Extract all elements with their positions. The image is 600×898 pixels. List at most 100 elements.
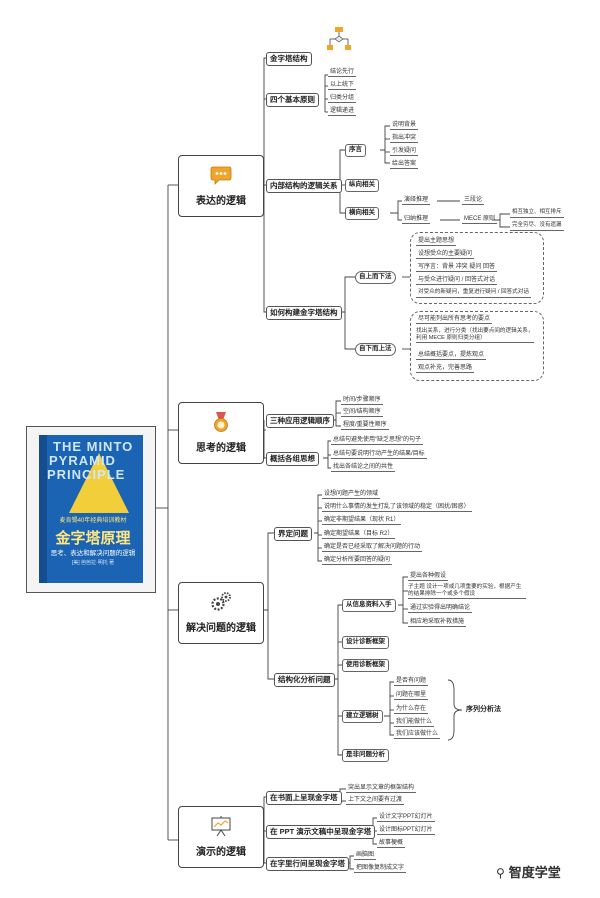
node-three-orders: 三种应用逻辑顺序 (266, 414, 334, 428)
leaf-book-2: 上下文之间要有过渡 (346, 797, 405, 805)
leaf-tree-1: 是否有问题 (394, 678, 429, 686)
node-logic-tree: 建立逻辑树 (342, 710, 383, 723)
leaf-define-1: 设想问题产生的领域 (322, 491, 381, 499)
section-label: 演示的逻辑 (196, 847, 246, 858)
leaf-principle-3: 归类分组 (328, 95, 357, 103)
pyramid-graphic (69, 453, 129, 513)
node-design-frame: 设计诊断框架 (342, 636, 389, 649)
leaf-ppt-1: 设计文字PPT幻灯片 (377, 814, 435, 822)
leaf-info-1: 提出各种假设 (408, 573, 449, 581)
leaf-tree-3: 为什么存在 (394, 706, 429, 714)
leaf-topdown-3: 写序言：背景 冲突 疑问 回答 (416, 264, 498, 272)
section-expression: 表达的逻辑 (178, 155, 264, 217)
leaf-topdown-4: 与受众进行疑问 / 回答式对话 (416, 277, 498, 285)
section-presentation: 演示的逻辑 (178, 806, 264, 868)
leaf-define-5: 确定是否已经采取了解决问题的行动 (322, 544, 423, 552)
leaf-topdown-5: 对受众的新疑问，重复进行疑问 / 回答式对话 (416, 289, 531, 298)
leaf-ppt-3: 故事梗概 (377, 840, 406, 848)
leaf-tree-5: 我们应该做什么 (394, 731, 441, 739)
leaf-mece-2: 完全穷尽、没有遗漏 (510, 222, 564, 231)
leaf-topdown-1: 提出主题思想 (416, 238, 457, 246)
leaf-ppt-2: 设计图标PPT幻灯片 (377, 827, 435, 835)
flowchart-icon (327, 27, 351, 50)
section-label: 解决问题的逻辑 (186, 623, 256, 634)
leaf-mece-1: 相互独立、相互排斥 (510, 209, 564, 218)
leaf-tree-2: 问题在哪里 (394, 692, 429, 700)
top-down-group (410, 232, 544, 304)
presentation-board-icon (211, 816, 231, 837)
wechat-icon: ⚲ (496, 866, 505, 880)
leaf-info-4: 相应地采取补救措施 (408, 619, 467, 627)
leaf-preface-2: 指出冲突 (390, 135, 419, 143)
node-from-info: 从信息资料入手 (342, 599, 396, 612)
leaf-define-2: 说明什么事情的发生打乱了该领域的稳定（困扰/困惑） (322, 504, 472, 512)
cover-chinese-subtitle: 思考、表达和解决问题的逻辑 (50, 550, 136, 557)
node-internal-structure: 内部结构的逻辑关系 (266, 179, 342, 193)
leaf-order-3: 程度/重要性顺序 (341, 422, 389, 430)
leaf-define-4: 确定期望结果（目标 R2） (322, 531, 396, 539)
leaf-principle-1: 结论先行 (328, 69, 357, 77)
leaf-inductive: 归纳推理 (402, 216, 431, 224)
leaf-preface-1: 说明背景 (390, 122, 419, 130)
node-define-problem: 界定问题 (274, 527, 312, 541)
cover-author: [美] 芭芭拉·明托 著 (71, 560, 115, 566)
node-top-down: 自上而下法 (355, 271, 396, 284)
leaf-define-6: 确定分析所要回答的疑问 (322, 557, 393, 565)
leaf-syllogism: 三段论 (462, 197, 485, 205)
leaf-bottomup-4: 观点补充，完善思路 (416, 365, 475, 373)
watermark-text: 智度学堂 (508, 865, 561, 880)
leaf-deductive: 演绎推理 (402, 197, 431, 205)
node-structured-analysis: 结构化分析问题 (274, 673, 335, 687)
cover-chinese-title: 金字塔原理 (55, 530, 131, 547)
bottom-up-group (410, 311, 544, 381)
node-horizontal: 横向相关 (345, 207, 379, 220)
cover-title-line-3: PRINCIPLE (47, 467, 126, 482)
section-thinking: 思考的逻辑 (178, 402, 264, 464)
node-summarize: 概括各组思想 (266, 452, 319, 466)
leaf-define-3: 确定非期望结果（现状 R1） (322, 517, 402, 525)
leaf-summarize-2: 总结句要说明行动产生的结果/目标 (331, 451, 427, 459)
leaf-order-2: 空间/结构顺序 (341, 409, 383, 417)
leaf-preface-3: 引发疑问 (390, 148, 419, 156)
leaf-topdown-2: 设想受众的主要疑问 (416, 251, 475, 259)
leaf-summarize-1: 总结句避免使用“缺乏思想”的句子 (331, 437, 423, 445)
node-four-principles: 四个基本原则 (266, 93, 319, 107)
medal-icon (214, 412, 228, 432)
leaf-order-1: 时间/步骤顺序 (341, 397, 383, 405)
book-cover-root: THE MINTO PYRAMID PRINCIPLE 麦肯锡40年经典培训教材… (26, 426, 156, 593)
node-in-ppt: 在 PPT 演示文稿中呈现金字塔 (266, 825, 376, 839)
cover-title-line-2: PYRAMID (49, 453, 116, 468)
book-cover-image: THE MINTO PYRAMID PRINCIPLE 麦肯锡40年经典培训教材… (39, 435, 143, 583)
leaf-lines-1: 画脑图 (354, 852, 377, 860)
section-problem: 解决问题的逻辑 (178, 582, 264, 644)
cover-tagline: 麦肯锡40年经典培训教材 (59, 518, 127, 524)
leaf-principle-4: 逻辑递进 (328, 108, 357, 116)
leaf-info-3: 通过实验得出明确结论 (408, 605, 473, 613)
leaf-mece: MECE 原则 (462, 216, 498, 224)
node-bottom-up: 自下而上法 (355, 343, 396, 356)
leaf-principle-2: 以上统下 (328, 82, 357, 90)
section-label: 表达的逻辑 (196, 196, 246, 207)
leaf-lines-2: 把图像复制成文字 (354, 865, 407, 873)
node-vertical: 纵向相关 (345, 179, 379, 192)
gears-icon (211, 592, 231, 611)
leaf-bottomup-1: 尽可能列出所有思考的要点 (416, 316, 493, 324)
book-spine (39, 435, 47, 583)
leaf-preface-4: 给出答案 (390, 161, 419, 169)
watermark: ⚲智度学堂 (496, 862, 561, 881)
node-in-lines: 在字里行间呈现金字塔 (266, 857, 349, 871)
speech-bubble-icon (210, 166, 232, 185)
leaf-info-2: 子主题 设计一项或几项重要的实验，根据产生的结果排除一个或多个假设 (408, 584, 526, 599)
leaf-summarize-3: 找出各结论之间的共性 (331, 464, 396, 472)
node-in-book: 在书面上呈现金字塔 (266, 791, 342, 805)
node-build-pyramid: 如何构建金字塔结构 (266, 306, 342, 320)
node-preface: 序言 (345, 144, 366, 157)
leaf-tree-4: 我们能做什么 (394, 719, 435, 727)
node-use-frame: 使用诊断框架 (342, 659, 389, 672)
leaf-bottomup-2: 找出关系，进行分类（找出要点间的逻辑关系，利用 MECE 原则归类分组） (416, 328, 534, 343)
cover-title-line-1: THE MINTO (53, 439, 134, 454)
leaf-bottomup-3: 总结概括要点，提炼观点 (416, 352, 487, 360)
section-label: 思考的逻辑 (196, 443, 246, 454)
